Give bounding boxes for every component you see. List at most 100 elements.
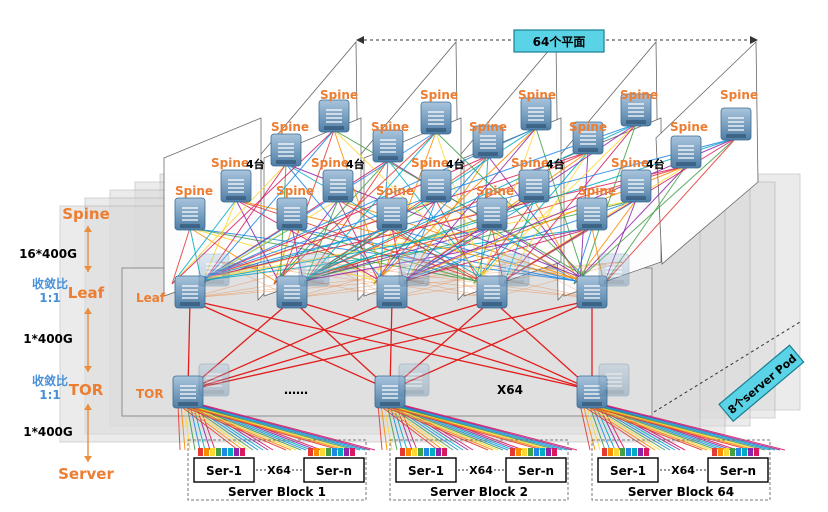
tor-server-link — [585, 403, 661, 451]
tor-server-link — [198, 403, 376, 451]
leaf-tor-link — [187, 299, 593, 391]
tor-server-link — [585, 403, 601, 451]
server-block-frame — [389, 439, 569, 501]
switch-arrows-icon — [180, 385, 196, 399]
leaf-tor-link — [291, 299, 593, 391]
tor-server-link — [183, 403, 249, 451]
tor-server-link — [380, 403, 494, 451]
switch-arrows-icon — [182, 285, 198, 299]
tor-server-link — [383, 403, 499, 451]
switch-base — [482, 224, 502, 228]
server-port — [540, 448, 545, 456]
planes-banner — [513, 29, 605, 53]
server-port — [528, 448, 533, 456]
switch-base — [526, 124, 546, 128]
tor-server-link — [177, 403, 181, 451]
leaf-plane-label: Leaf — [136, 291, 166, 305]
switch-arrows-icon — [182, 207, 198, 221]
server-box-left — [193, 457, 255, 483]
planes-banner-label: 64个平面 — [533, 34, 586, 49]
spine-plane-label: Spine — [511, 156, 549, 170]
switch-arrows-icon — [606, 373, 622, 387]
spine-leaf-link — [285, 137, 737, 285]
switch-body — [298, 253, 330, 287]
switch-base — [178, 402, 198, 406]
switch-body — [198, 253, 230, 287]
tor-server-link — [582, 403, 596, 451]
server-port — [210, 448, 215, 456]
tor-server-link — [579, 403, 751, 451]
spine-leaf-link — [171, 199, 237, 285]
switch-body — [518, 169, 550, 203]
switch-arrows-icon — [506, 263, 522, 277]
switch-arrows-icon — [384, 207, 400, 221]
tor-server-link — [579, 403, 703, 451]
tor-server-link — [386, 403, 454, 451]
switch-base — [626, 120, 646, 124]
switch-base — [582, 224, 602, 228]
spine-leaf-link — [473, 151, 589, 285]
spine-leaf-link — [171, 163, 287, 285]
spine-plane-label: Spine — [578, 184, 616, 198]
tor-server-link — [392, 403, 568, 451]
server-port — [742, 448, 747, 456]
switch-body — [420, 101, 452, 135]
server-port — [614, 448, 619, 456]
server-port — [326, 448, 331, 456]
switch-arrows-icon — [678, 145, 694, 159]
switch-body — [220, 169, 252, 203]
switch-arrows-icon — [428, 111, 444, 125]
switch-base — [404, 280, 424, 284]
server-port — [638, 448, 643, 456]
switch-body — [498, 253, 530, 287]
tor-server-link — [180, 403, 244, 451]
ghost-switch — [598, 363, 630, 397]
switch-body — [372, 129, 404, 163]
arrow-right-icon — [750, 36, 758, 44]
spine-count-label: 4台 — [246, 157, 265, 171]
server-left-label: Ser-1 — [408, 464, 444, 478]
switch-body — [620, 93, 652, 127]
server-port — [228, 448, 233, 456]
spine-switch — [220, 169, 252, 203]
spine-leaf-link — [479, 127, 537, 285]
switch-body — [322, 169, 354, 203]
server-port — [522, 448, 527, 456]
switch-base — [504, 280, 524, 284]
switch-body — [174, 275, 206, 309]
switch-arrows-icon — [284, 285, 300, 299]
server-port — [222, 448, 227, 456]
tor-server-link — [377, 403, 439, 451]
server-x64-label: X64 — [267, 464, 291, 477]
server-port — [436, 448, 441, 456]
server-box-right — [707, 457, 769, 483]
server-port — [516, 448, 521, 456]
server-port — [730, 448, 735, 456]
server-port — [204, 448, 209, 456]
server-port — [534, 448, 539, 456]
switch-base — [524, 196, 544, 200]
server-port — [626, 448, 631, 456]
pod-dim-line — [653, 321, 801, 413]
switch-arrows-icon — [484, 285, 500, 299]
spine-plane-label: Spine — [276, 184, 314, 198]
spine-leaf-link — [189, 227, 599, 285]
axis-spine-leaf-bw: 16*400G — [19, 247, 77, 261]
switch-base — [378, 156, 398, 160]
spine-plane-label: Spine — [720, 88, 758, 102]
spine-plane-label: Spine — [376, 184, 414, 198]
spine-plane-label: Spine — [620, 88, 658, 102]
server-port — [198, 448, 203, 456]
switch-arrows-icon — [584, 285, 600, 299]
spine-leaf-link — [183, 227, 493, 285]
server-box-right — [505, 457, 567, 483]
spine-switch — [670, 135, 702, 169]
tor-server-link — [180, 403, 346, 451]
leaf-tor-link — [187, 299, 493, 391]
axis-leaf-tor-bw: 1*400G — [23, 332, 73, 346]
switch-body — [174, 197, 206, 231]
server-x64-label: X64 — [671, 464, 695, 477]
tor-server-link — [186, 403, 254, 451]
tor-server-link — [177, 403, 287, 451]
